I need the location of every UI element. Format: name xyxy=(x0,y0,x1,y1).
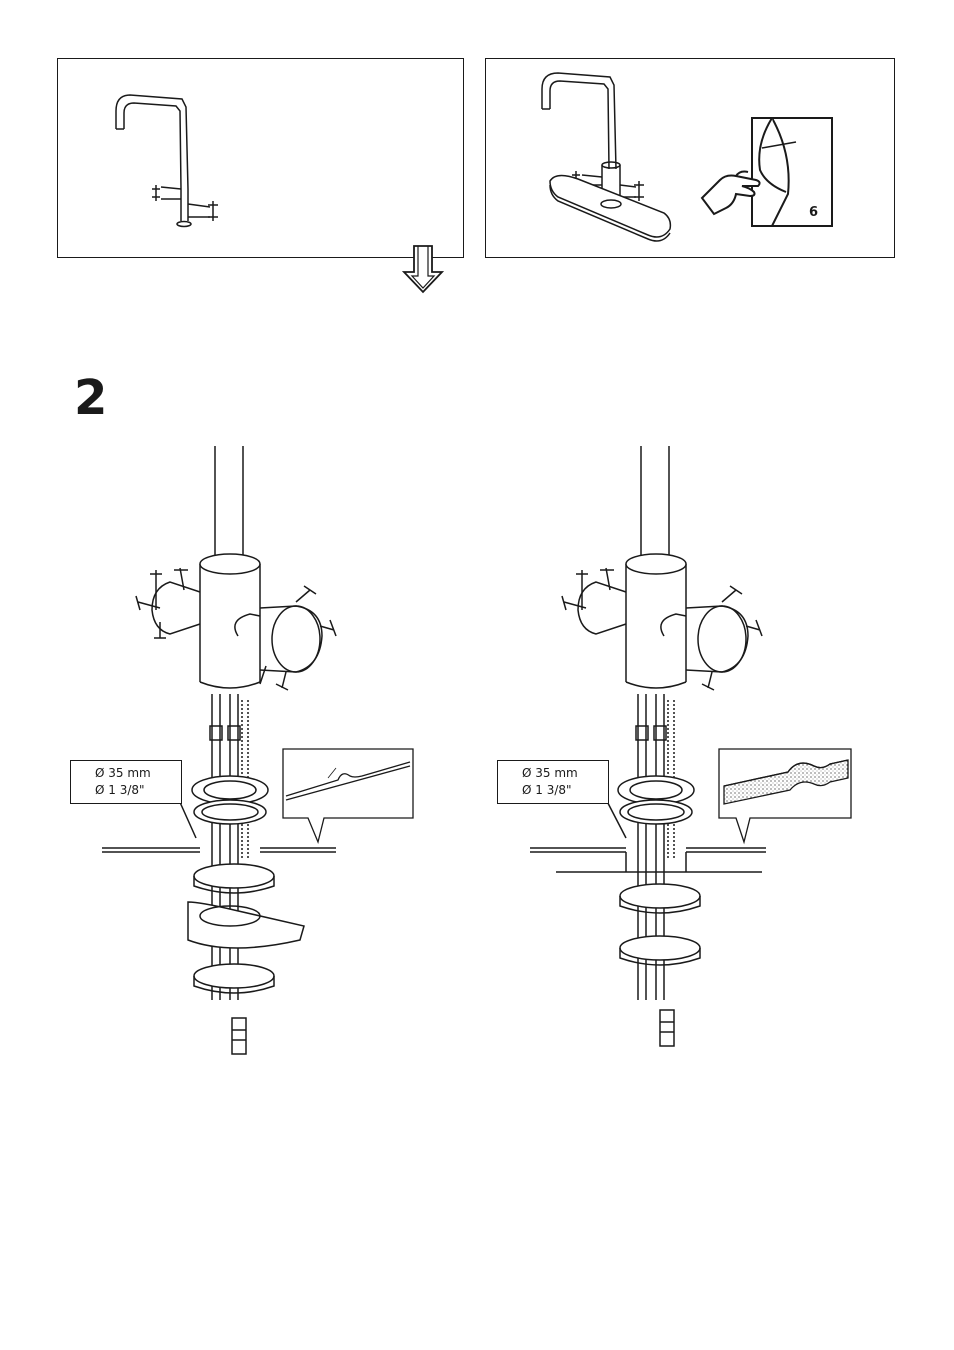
diameter-callout-left: Ø 35 mm Ø 1 3/8" xyxy=(70,760,182,804)
faucet-icon xyxy=(58,59,465,259)
diameter-inch: Ø 1 3/8" xyxy=(95,782,181,799)
panel-faucet-baseplate: 6 xyxy=(485,58,895,258)
diameter-inch: Ø 1 3/8" xyxy=(522,782,608,799)
reference-page-number: 6 xyxy=(809,205,818,220)
diameter-mm: Ø 35 mm xyxy=(95,765,181,782)
step-number: 2 xyxy=(74,370,106,426)
diameter-callout-right: Ø 35 mm Ø 1 3/8" xyxy=(497,760,609,804)
down-arrow-icon xyxy=(400,244,446,296)
panel-faucet xyxy=(57,58,464,258)
thin-countertop-icon xyxy=(282,748,414,844)
thick-countertop-icon xyxy=(718,748,852,844)
diameter-mm: Ø 35 mm xyxy=(522,765,608,782)
